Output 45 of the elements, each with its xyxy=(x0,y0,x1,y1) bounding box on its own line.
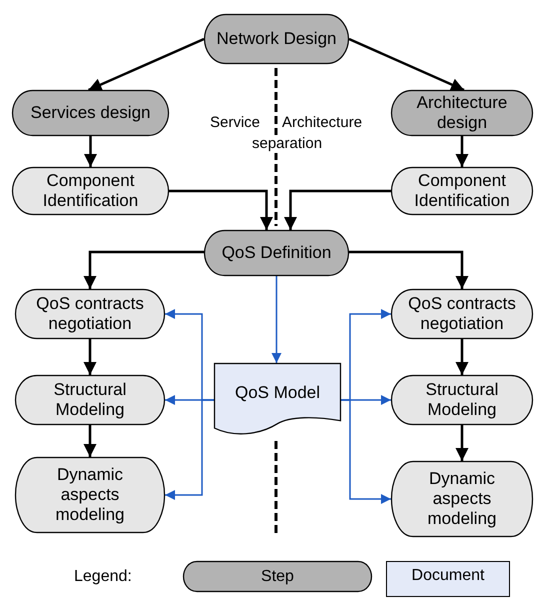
arrow xyxy=(88,38,204,92)
step-label: Component Identification xyxy=(413,171,511,211)
step-label: QoS contracts negotiation xyxy=(35,294,145,334)
arrow xyxy=(84,136,97,167)
step-label: Dynamic aspects modeling xyxy=(54,465,126,525)
step-label: Dynamic aspects modeling xyxy=(426,469,498,529)
step-label: Structural Modeling xyxy=(424,380,500,420)
arrow xyxy=(84,250,204,289)
process-step xyxy=(204,14,349,64)
process-step xyxy=(15,457,165,533)
arrow xyxy=(84,425,96,457)
step-label: Architecture design xyxy=(416,93,508,133)
process-step xyxy=(391,167,533,215)
process-step xyxy=(391,289,533,339)
process-step xyxy=(391,375,533,425)
arrow xyxy=(456,136,468,167)
process-step xyxy=(204,230,349,276)
step-label: QoS Definition xyxy=(222,243,332,263)
process-step xyxy=(12,167,169,215)
process-step xyxy=(15,289,165,339)
process-step xyxy=(15,375,165,425)
arrow xyxy=(165,399,214,500)
process-step xyxy=(391,461,533,537)
step-label: Structural Modeling xyxy=(52,380,128,420)
arrow xyxy=(349,250,468,289)
divider-label: separation xyxy=(252,135,322,153)
arrow xyxy=(341,399,391,504)
legend-title: Legend: xyxy=(74,568,132,586)
step-label: Component Identification xyxy=(42,171,140,211)
process-step xyxy=(391,90,533,136)
arrow xyxy=(348,38,464,92)
arrow xyxy=(456,339,468,375)
step-label: Network Design xyxy=(216,29,336,49)
step-label: QoS Model xyxy=(234,383,320,403)
process-step xyxy=(12,90,169,136)
step-label: Services design xyxy=(30,103,150,123)
step-label: QoS contracts negotiation xyxy=(407,294,517,334)
document-shape xyxy=(214,363,341,437)
arrow xyxy=(272,276,282,363)
arrow xyxy=(84,339,96,375)
legend-label: Step xyxy=(261,566,294,586)
arrow xyxy=(456,425,468,461)
arrow xyxy=(169,190,273,230)
legend-label: Document xyxy=(412,566,484,586)
arrow xyxy=(284,190,391,230)
